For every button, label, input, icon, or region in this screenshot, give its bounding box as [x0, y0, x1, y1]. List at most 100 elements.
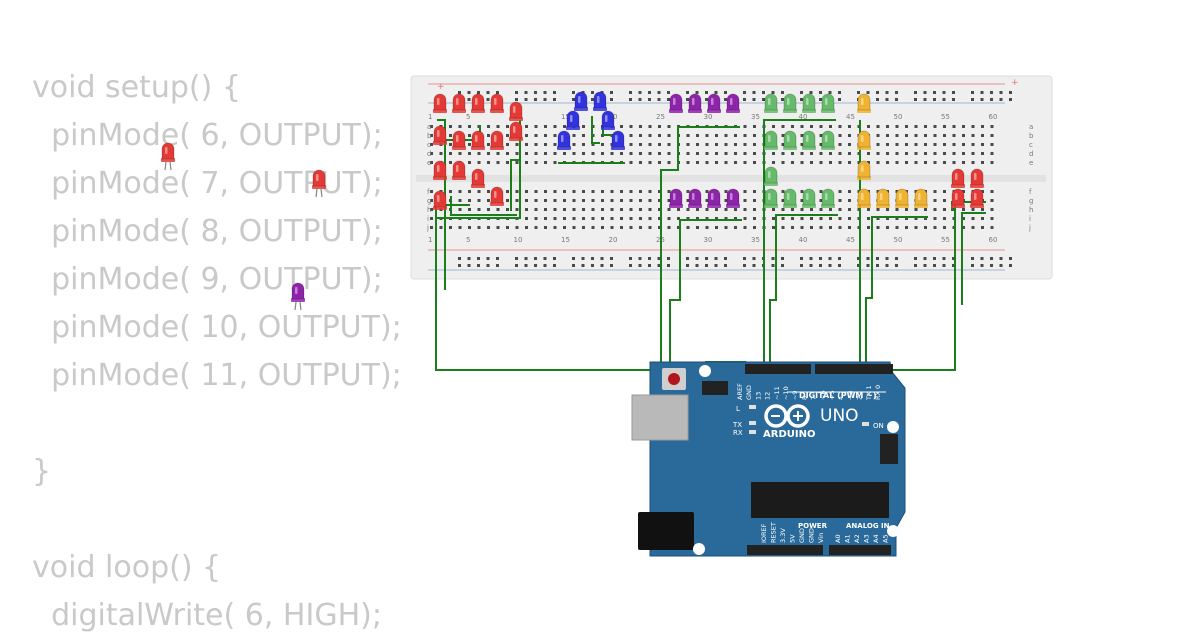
led[interactable]	[914, 188, 928, 208]
led[interactable]	[471, 93, 485, 113]
code-editor-panel: void setup() { pinMode( 6, OUTPUT); pinM…	[0, 0, 420, 633]
led[interactable]	[566, 110, 580, 130]
led[interactable]	[574, 91, 588, 111]
pin-label: 7	[810, 396, 818, 400]
led[interactable]	[593, 91, 607, 111]
led-array[interactable]	[433, 91, 984, 210]
led[interactable]	[764, 166, 778, 186]
column-number: 5	[466, 113, 470, 121]
pin-label: RX 0	[874, 385, 882, 400]
pin-label: ~10	[782, 386, 790, 400]
pin-label: GND	[745, 385, 753, 400]
led[interactable]	[509, 101, 523, 121]
row-letter: d	[1029, 150, 1033, 158]
column-number: 25	[656, 113, 665, 121]
led[interactable]	[611, 130, 625, 150]
led-tx-label: TX	[732, 421, 742, 429]
led[interactable]	[802, 93, 816, 113]
pin-label: A5	[882, 534, 890, 543]
code-line: pinMode( 11, OUTPUT);	[32, 358, 402, 393]
led[interactable]	[161, 142, 175, 171]
column-number: 55	[941, 236, 950, 244]
led[interactable]	[876, 188, 890, 208]
led[interactable]	[951, 188, 965, 208]
column-number: 15	[561, 113, 570, 121]
row-letter: h	[427, 206, 431, 214]
led[interactable]	[471, 168, 485, 188]
digital-header-label: DIGITAL (PWM ~)	[799, 391, 877, 400]
led[interactable]	[895, 188, 909, 208]
column-number: 1	[428, 113, 432, 121]
led[interactable]	[764, 93, 778, 113]
row-letter: c	[1029, 141, 1033, 149]
pin-label: A0	[834, 534, 842, 543]
code-line: void loop() {	[32, 550, 222, 585]
led[interactable]	[707, 188, 721, 208]
led[interactable]	[970, 168, 984, 188]
row-letter: g	[1029, 197, 1033, 205]
led[interactable]	[857, 93, 871, 113]
led[interactable]	[452, 93, 466, 113]
column-number: 35	[751, 236, 760, 244]
led[interactable]	[433, 125, 447, 145]
led[interactable]	[669, 93, 683, 113]
led[interactable]	[764, 188, 778, 208]
row-letter: a	[427, 123, 431, 131]
led[interactable]	[857, 188, 871, 208]
led[interactable]	[688, 188, 702, 208]
led[interactable]	[490, 186, 504, 206]
led[interactable]	[802, 188, 816, 208]
led[interactable]	[764, 130, 778, 150]
led[interactable]	[557, 130, 571, 150]
led[interactable]	[433, 190, 447, 210]
led[interactable]	[471, 130, 485, 150]
arduino-uno-board[interactable]: DIGITAL (PWM ~) UNO ARDUINO L TX RX ON P…	[631, 361, 906, 557]
led[interactable]	[707, 93, 721, 113]
led[interactable]	[688, 93, 702, 113]
led[interactable]	[802, 130, 816, 150]
led[interactable]	[433, 160, 447, 180]
wires[interactable]	[435, 116, 986, 371]
column-number: 40	[799, 113, 808, 121]
led[interactable]	[291, 282, 305, 311]
led[interactable]	[970, 188, 984, 208]
led[interactable]	[726, 188, 740, 208]
led[interactable]	[452, 130, 466, 150]
led[interactable]	[783, 130, 797, 150]
led[interactable]	[669, 188, 683, 208]
led[interactable]	[490, 93, 504, 113]
led[interactable]	[857, 160, 871, 180]
led[interactable]	[312, 169, 326, 198]
pin-label: RESET	[770, 522, 778, 543]
arduino-infinity-logo	[764, 404, 810, 428]
led[interactable]	[490, 130, 504, 150]
column-number: 30	[704, 236, 713, 244]
led[interactable]	[783, 93, 797, 113]
usb-port	[631, 394, 689, 441]
pin-label: ~3	[846, 390, 854, 400]
pin-label: Vin	[817, 533, 825, 543]
led[interactable]	[452, 160, 466, 180]
pin-label: IOREF	[760, 523, 768, 543]
column-number: 55	[941, 113, 950, 121]
led[interactable]	[821, 130, 835, 150]
loose-leds[interactable]	[161, 142, 326, 311]
led[interactable]	[821, 188, 835, 208]
column-number: 5	[466, 236, 470, 244]
led[interactable]	[509, 121, 523, 141]
led[interactable]	[821, 93, 835, 113]
led[interactable]	[951, 168, 965, 188]
column-number: 45	[846, 113, 855, 121]
led[interactable]	[726, 93, 740, 113]
row-letter: a	[1029, 123, 1033, 131]
code-line: pinMode( 8, OUTPUT);	[32, 214, 383, 249]
led[interactable]	[783, 188, 797, 208]
led[interactable]	[433, 93, 447, 113]
row-letter: e	[427, 159, 431, 167]
pin-label: 4	[837, 396, 845, 400]
led[interactable]	[601, 110, 615, 130]
led[interactable]	[857, 130, 871, 150]
row-letter: j	[426, 224, 429, 232]
